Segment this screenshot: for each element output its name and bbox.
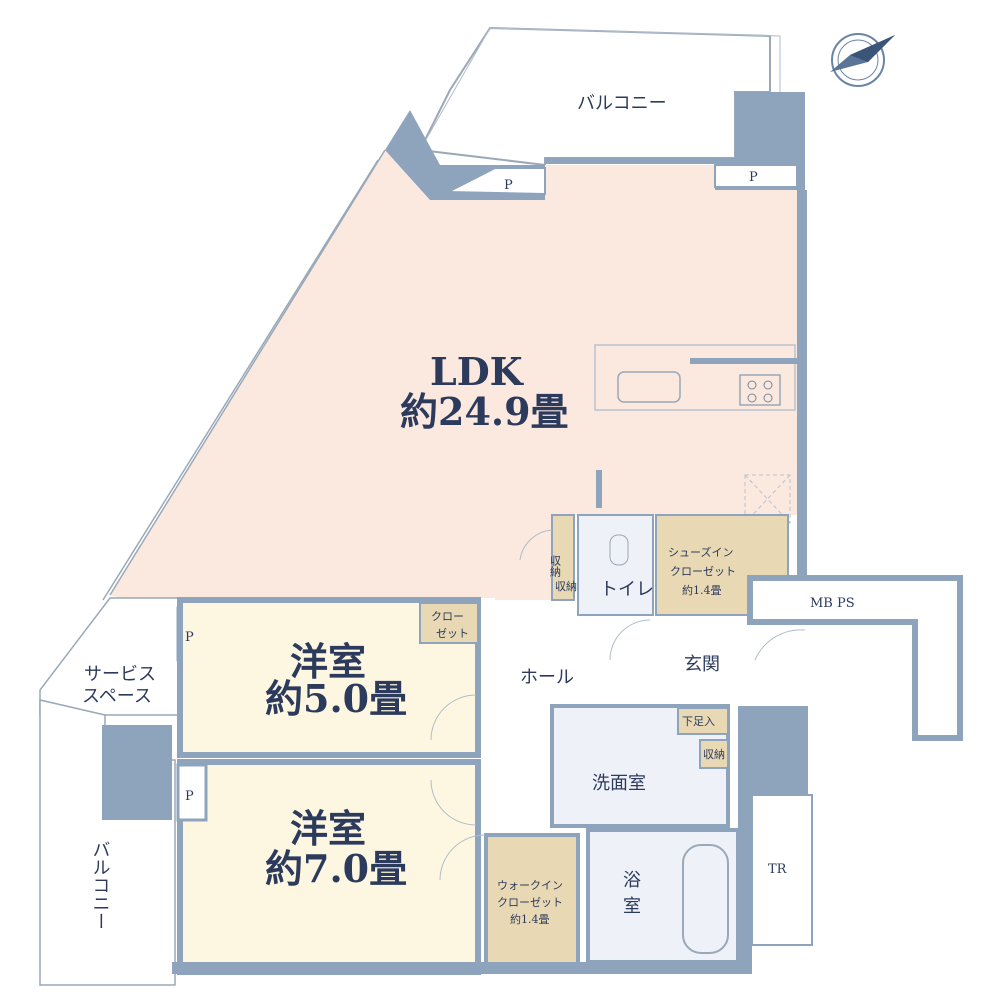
hall-label: ホール	[520, 667, 574, 688]
ldk-size: 約24.9畳	[400, 389, 569, 434]
toilet-label: トイレ	[600, 579, 654, 600]
wall-right	[797, 190, 807, 575]
pipe-mid-label: P	[185, 630, 194, 645]
room1-size: 約5.0畳	[265, 676, 407, 721]
shoe-closet-label-3: 約1.4畳	[682, 583, 722, 597]
room1-closet	[419, 602, 479, 644]
wic-label-3: 約1.4畳	[510, 912, 550, 926]
north-arrow-icon	[830, 33, 895, 87]
wall-bottom	[172, 962, 752, 974]
pipe-top-left-label: P	[504, 178, 513, 193]
washroom-storage-label: 収納	[703, 748, 725, 761]
washroom-storage	[699, 739, 729, 769]
pipe-top-right	[714, 164, 798, 188]
balcony-left-label: バルコニー	[90, 840, 111, 930]
entrance-label: 玄関	[684, 654, 720, 675]
wic-label-1: ウォークイン	[497, 879, 563, 892]
room1-name: 洋室	[290, 639, 366, 684]
kitchen-stove	[739, 374, 781, 406]
storage-label-2: 収納	[555, 580, 577, 593]
bath-label-1: 浴	[623, 870, 641, 891]
kitchen-counter	[594, 344, 796, 411]
left-pillar	[102, 725, 172, 820]
bathroom-area	[586, 828, 740, 964]
kitchen-wall	[690, 358, 797, 364]
pipe-top-right-label: P	[749, 170, 758, 185]
bath-label-2: 室	[623, 896, 641, 917]
shoe-storage-label: 下足入	[682, 715, 715, 728]
service-space	[39, 597, 181, 716]
kitchen-sink	[617, 371, 681, 403]
mbps-label: MB PS	[810, 596, 855, 611]
wic-room	[484, 833, 580, 967]
shoe-storage	[677, 707, 729, 735]
closet-label-2: ゼット	[436, 627, 469, 640]
room2-size: 約7.0畳	[265, 846, 407, 891]
room2-floor	[177, 759, 481, 975]
ldk-name: LDK	[430, 349, 525, 394]
pipe-low-label: P	[185, 789, 194, 804]
closet-label-1: クロー	[431, 610, 464, 623]
service-space-label-1: サービス	[84, 664, 156, 685]
room2-name: 洋室	[290, 806, 366, 851]
wall-top	[545, 158, 735, 164]
mbps-area	[747, 575, 963, 741]
ldk-floor	[110, 150, 800, 612]
storage-label-1: 収納	[549, 555, 562, 578]
tr-label: TR	[768, 862, 788, 877]
washroom-label: 洗面室	[592, 773, 646, 794]
pipe-low	[176, 763, 208, 822]
shoe-closet-label-1: シューズイン	[668, 545, 733, 559]
storage-area	[551, 514, 575, 601]
pipe-top-left	[447, 167, 546, 196]
shoe-closet-label-2: クローゼット	[670, 565, 736, 578]
wic-label-2: クローゼット	[497, 896, 563, 909]
balcony-top-label: バルコニー	[577, 93, 667, 114]
service-space-label-2: スペース	[82, 686, 152, 707]
